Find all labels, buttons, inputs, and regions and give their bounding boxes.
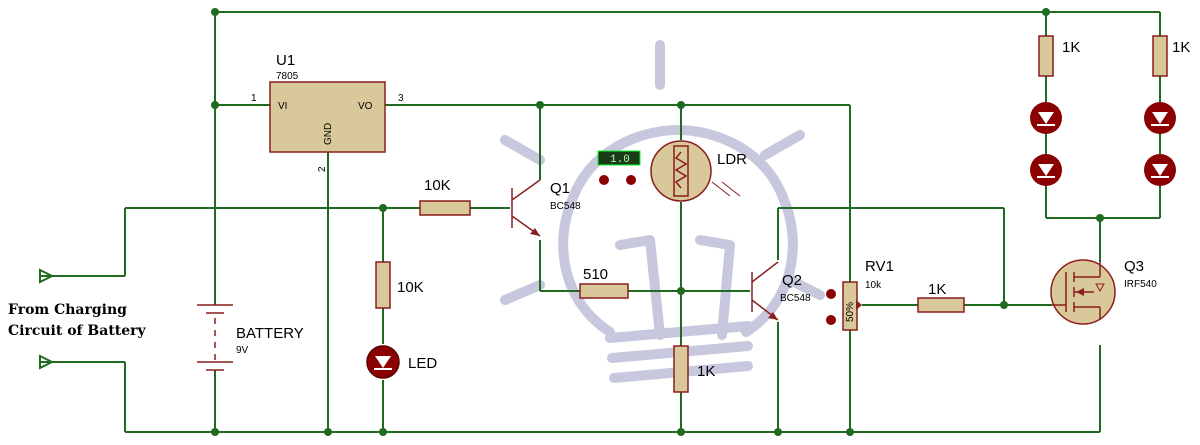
transistor-q2: Q2 BC548 xyxy=(751,261,811,321)
q3-part: IRF540 xyxy=(1124,279,1157,290)
resistor-r-led: 10K xyxy=(375,261,424,309)
battery-symbol: BATTERY 9V xyxy=(197,304,304,371)
rv1-wiper: 50% xyxy=(845,302,856,322)
meter-readout: 1.0 xyxy=(610,154,630,166)
rv1-ref: RV1 xyxy=(865,258,894,275)
resistor-1k-ldr: 1K xyxy=(673,345,715,393)
led-string-right xyxy=(1144,102,1176,186)
u1-pin2: 2 xyxy=(317,166,328,172)
resistor-led2: 1K xyxy=(1152,35,1190,77)
r-led-value: 10K xyxy=(397,279,424,296)
light-meter: 1.0 xyxy=(597,150,641,185)
resistor-510: 510 xyxy=(579,266,629,299)
potentiometer-rv1: 50% RV1 10k xyxy=(826,258,894,331)
r-base-q1-value: 10K xyxy=(424,177,451,194)
q2-ref: Q2 xyxy=(782,272,802,289)
r-led2-value: 1K xyxy=(1172,39,1190,56)
led-indicator: LED xyxy=(366,345,437,379)
r-led1-value: 1K xyxy=(1062,39,1080,56)
resistor-1k-rv: 1K xyxy=(917,281,965,313)
q3-ref: Q3 xyxy=(1124,258,1144,275)
u1-part: 7805 xyxy=(276,71,299,82)
input-label-line2: Circuit of Battery xyxy=(8,323,147,339)
battery-value: 9V xyxy=(236,345,249,356)
u1-pin1: 1 xyxy=(251,93,257,104)
u1-gnd-label: GND xyxy=(323,123,334,145)
led-string-left xyxy=(1030,102,1062,186)
input-terminals: From Charging Circuit of Battery xyxy=(8,268,147,370)
junctions xyxy=(211,8,1104,436)
r-1k-ldr-value: 1K xyxy=(697,363,715,380)
r-1k-rv-value: 1K xyxy=(928,281,946,298)
u1-ref: U1 xyxy=(276,52,295,69)
led-ref: LED xyxy=(408,355,437,372)
wires xyxy=(40,11,1161,433)
regulator-7805: U1 7805 VI VO GND 1 3 2 xyxy=(251,52,404,172)
q2-part: BC548 xyxy=(780,293,811,304)
q1-part: BC548 xyxy=(550,201,581,212)
ldr: LDR xyxy=(650,140,747,202)
ldr-ref: LDR xyxy=(717,151,747,168)
transistor-q1: Q1 BC548 xyxy=(511,179,581,237)
resistor-r-base-q1: 10K xyxy=(419,177,471,216)
r-510-value: 510 xyxy=(583,266,608,283)
u1-vo-label: VO xyxy=(358,101,373,112)
battery-ref: BATTERY xyxy=(236,325,304,342)
rv1-value: 10k xyxy=(865,280,882,291)
resistor-led1: 1K xyxy=(1038,35,1080,77)
mosfet-q3: Q3 IRF540 xyxy=(1050,258,1157,325)
q1-ref: Q1 xyxy=(550,180,570,197)
input-label-line1: From Charging xyxy=(8,302,127,318)
u1-vi-label: VI xyxy=(278,101,287,112)
u1-pin3: 3 xyxy=(398,93,404,104)
